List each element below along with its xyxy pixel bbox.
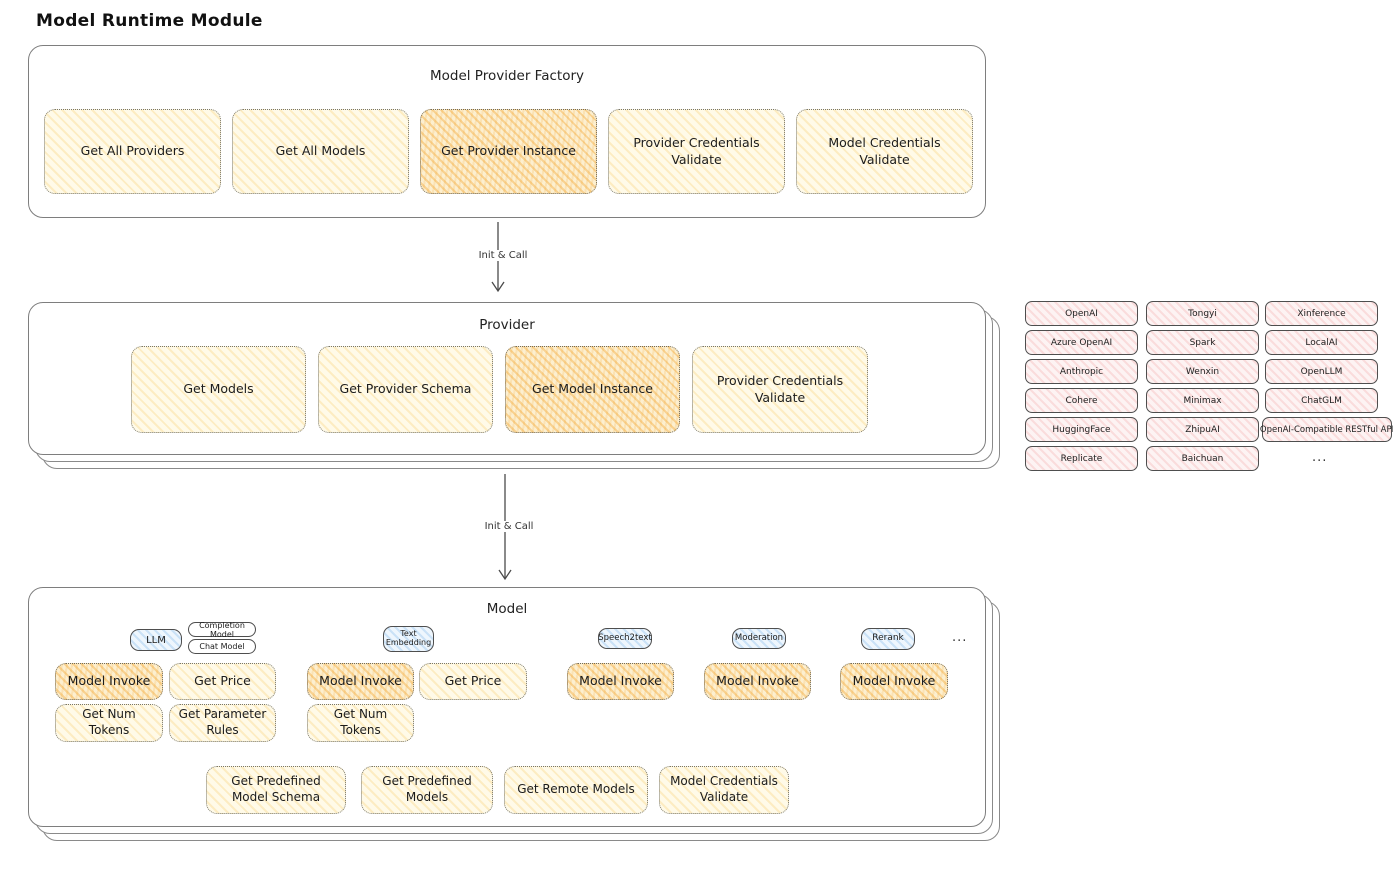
provider-item-zhipuai: ZhipuAI <box>1146 417 1259 442</box>
provider-item-huggingface: HuggingFace <box>1025 417 1138 442</box>
box-label: Get All Providers <box>80 143 185 159</box>
model-title: Model <box>486 601 528 617</box>
provider-item-minimax: Minimax <box>1146 388 1259 413</box>
get-remote-models-box: Get Remote Models <box>504 766 648 814</box>
provider-item-azure-openai: Azure OpenAI <box>1025 330 1138 355</box>
provider-item-replicate: Replicate <box>1025 446 1138 471</box>
factory-title: Model Provider Factory <box>429 68 584 84</box>
box-label: Get All Models <box>275 143 366 159</box>
get-predefined-model-schema-box: Get Predefined Model Schema <box>206 766 346 814</box>
provider-title: Provider <box>479 317 535 333</box>
providers-more-ellipsis: ... <box>1312 450 1328 465</box>
box-label: Provider Credentials Validate <box>633 135 760 167</box>
llm-model-invoke-box: Model Invoke <box>55 663 163 700</box>
factory-box-provider-credentials-validate: Provider Credentials Validate <box>608 109 785 194</box>
provider-item-openai-compatible-restful-api: OpenAI-Compatible RESTful API <box>1260 417 1393 442</box>
embedding-get-price-box: Get Price <box>419 663 527 700</box>
provider-item-anthropic: Anthropic <box>1025 359 1138 384</box>
chip-rerank: Rerank <box>861 628 915 650</box>
moderation-model-invoke-box: Model Invoke <box>704 663 811 700</box>
factory-box-get-all-models: Get All Models <box>232 109 409 194</box>
llm-get-num-tokens-box: Get Num Tokens <box>55 704 163 742</box>
provider-item-xinference: Xinference <box>1265 301 1378 326</box>
box-label: Get Models <box>183 381 254 397</box>
get-predefined-models-box: Get Predefined Models <box>361 766 493 814</box>
chip-completion-model: Completion Model <box>188 621 256 639</box>
provider-box-get-provider-schema: Get Provider Schema <box>318 346 493 433</box>
provider-item-chatglm: ChatGLM <box>1265 388 1378 413</box>
provider-item-cohere: Cohere <box>1025 388 1138 413</box>
provider-box-get-model-instance: Get Model Instance <box>505 346 680 433</box>
arrow-label-init-call-1: Init & Call <box>463 250 543 261</box>
provider-item-baichuan: Baichuan <box>1146 446 1259 471</box>
box-label: Get Provider Schema <box>339 381 472 397</box>
provider-item-tongyi: Tongyi <box>1146 301 1259 326</box>
chip-llm: LLM <box>130 629 182 651</box>
provider-item-openai: OpenAI <box>1025 301 1138 326</box>
chip-text-embedding: Text Embedding <box>383 626 434 652</box>
chip-speech2text: Speech2text <box>598 628 652 649</box>
provider-item-spark: Spark <box>1146 330 1259 355</box>
speech2text-model-invoke-box: Model Invoke <box>567 663 674 700</box>
box-label: Provider Credentials Validate <box>716 373 844 405</box>
factory-box-get-all-providers: Get All Providers <box>44 109 221 194</box>
box-label: Get Model Instance <box>532 381 653 397</box>
box-label: Model Credentials Validate <box>828 135 941 167</box>
provider-item-openllm: OpenLLM <box>1265 359 1378 384</box>
llm-get-price-box: Get Price <box>169 663 276 700</box>
chip-moderation: Moderation <box>732 628 786 649</box>
provider-box-provider-credentials-validate: Provider Credentials Validate <box>692 346 868 433</box>
model-types-more-ellipsis: ... <box>952 630 968 645</box>
page-title: Model Runtime Module <box>36 11 263 31</box>
provider-item-localai: LocalAI <box>1265 330 1378 355</box>
embedding-model-invoke-box: Model Invoke <box>307 663 414 700</box>
arrow-label-init-call-2: Init & Call <box>469 521 549 532</box>
provider-box-get-models: Get Models <box>131 346 306 433</box>
factory-box-model-credentials-validate: Model Credentials Validate <box>796 109 973 194</box>
box-label: Get Provider Instance <box>441 143 576 159</box>
factory-box-get-provider-instance: Get Provider Instance <box>420 109 597 194</box>
model-credentials-validate-box: Model Credentials Validate <box>659 766 789 814</box>
chip-chat-model: Chat Model <box>188 639 256 654</box>
model-card: Model LLM Completion Model Chat Model Te… <box>28 587 986 827</box>
model-provider-factory-card: Model Provider Factory Get All Providers… <box>28 45 986 218</box>
rerank-model-invoke-box: Model Invoke <box>840 663 948 700</box>
embedding-get-num-tokens-box: Get Num Tokens <box>307 704 414 742</box>
llm-get-parameter-rules-box: Get Parameter Rules <box>169 704 276 742</box>
provider-card: Provider Get Models Get Provider Schema … <box>28 302 986 455</box>
provider-item-wenxin: Wenxin <box>1146 359 1259 384</box>
